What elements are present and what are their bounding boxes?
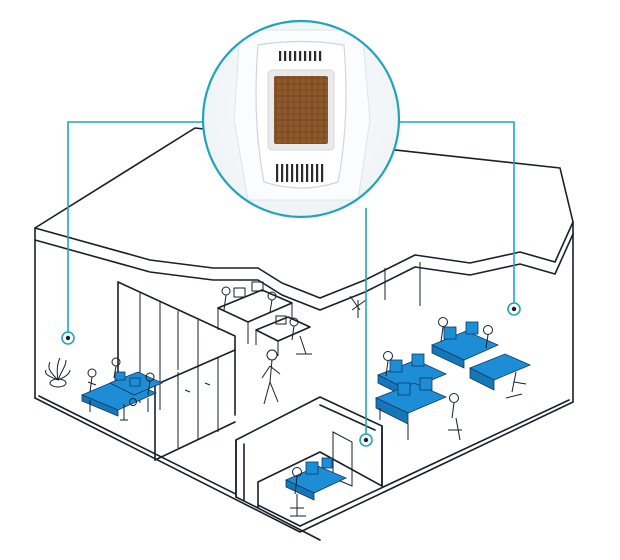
sensor-device-icon [255, 40, 347, 189]
callout-marker-left-room[interactable] [61, 331, 75, 345]
right-desk-cluster [374, 317, 532, 441]
meeting-room-glass [117, 281, 236, 461]
sensor-device-callout [201, 19, 401, 219]
building-walls [34, 127, 574, 533]
bottom-vent-icon [276, 164, 324, 182]
solar-panel-icon [274, 76, 328, 144]
callout-lines [67, 121, 515, 435]
callout-marker-lower-office[interactable] [359, 433, 373, 447]
callout-marker-right-open-area[interactable] [507, 302, 521, 316]
central-desk-cluster [217, 281, 367, 405]
top-vent-icon [279, 51, 322, 61]
office-desk [285, 457, 347, 517]
meeting-desk-cluster [80, 357, 163, 421]
plant-icon [45, 357, 71, 388]
